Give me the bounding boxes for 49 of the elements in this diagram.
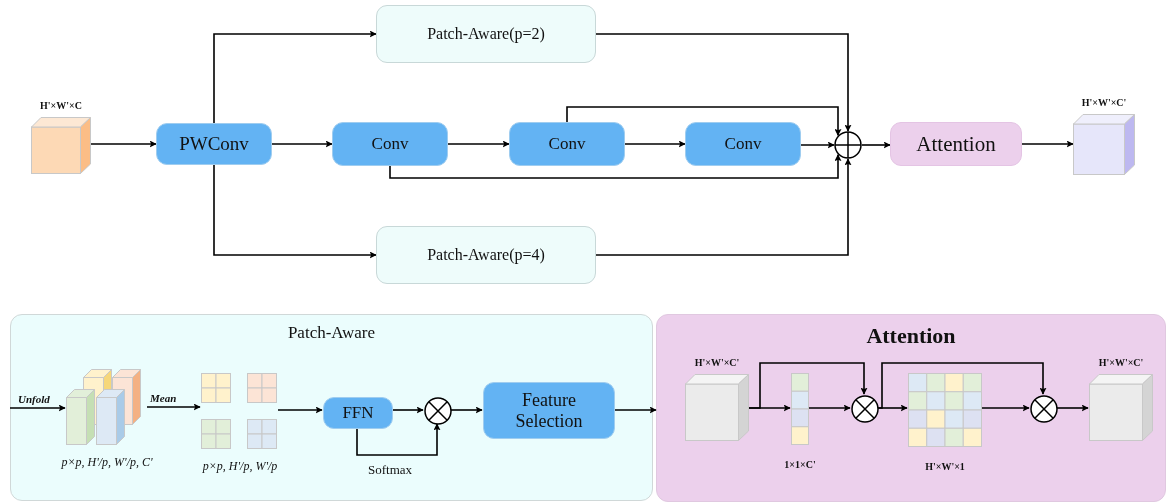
dimension-label: H'×W'×1 <box>924 461 966 472</box>
arrow <box>877 362 1047 409</box>
dimension-label: H'×W'×C' <box>1097 357 1145 368</box>
arrow <box>1021 140 1074 148</box>
dimension-label: H'×W'×C' <box>693 357 741 368</box>
arrow <box>271 140 333 148</box>
arrow <box>595 158 852 256</box>
process-box: FFN <box>323 397 393 429</box>
arrow <box>624 140 686 148</box>
dimension-label: 1×1×C' <box>783 459 817 470</box>
arrow <box>391 406 424 414</box>
arrow <box>613 406 657 414</box>
process-box: Patch-Aware(p=4) <box>376 226 596 284</box>
panel-title: Patch-Aware <box>286 323 377 343</box>
arrow <box>747 362 868 409</box>
arrow <box>213 30 377 124</box>
edge-label: Unfold <box>18 393 50 405</box>
process-box: Feature Selection <box>483 382 615 439</box>
process-box: Conv <box>509 122 625 166</box>
panel-background <box>656 314 1166 502</box>
process-box: PWConv <box>156 123 272 165</box>
arrow <box>595 33 852 132</box>
arrow <box>146 403 201 411</box>
process-box: Patch-Aware(p=2) <box>376 5 596 63</box>
dimension-label: p×p, H'/p, W'/p, C' <box>60 455 154 470</box>
arrow <box>807 404 851 412</box>
arrow <box>980 404 1030 412</box>
panel-background <box>10 314 653 501</box>
panel-title: Attention <box>865 323 957 349</box>
arrow <box>389 154 842 179</box>
arrow <box>566 106 842 136</box>
process-box: Conv <box>332 122 448 166</box>
arrow <box>861 141 891 149</box>
dimension-label: H'×W'×C <box>39 100 83 111</box>
process-box: Conv <box>685 122 801 166</box>
edge-label: Softmax <box>368 462 413 478</box>
arrow <box>450 406 483 414</box>
arrow <box>447 140 510 148</box>
arrow <box>9 404 66 412</box>
arrow <box>1056 404 1089 412</box>
process-box: Attention <box>890 122 1022 166</box>
arrow <box>800 141 835 149</box>
arrow <box>356 423 441 456</box>
edge-label: Mean <box>150 392 177 404</box>
arrow <box>277 406 323 414</box>
arrow <box>90 140 157 148</box>
dimension-label: p×p, H'/p, W'/p <box>201 459 279 474</box>
dimension-label: H'×W'×C' <box>1080 97 1128 108</box>
arrow <box>213 164 377 259</box>
